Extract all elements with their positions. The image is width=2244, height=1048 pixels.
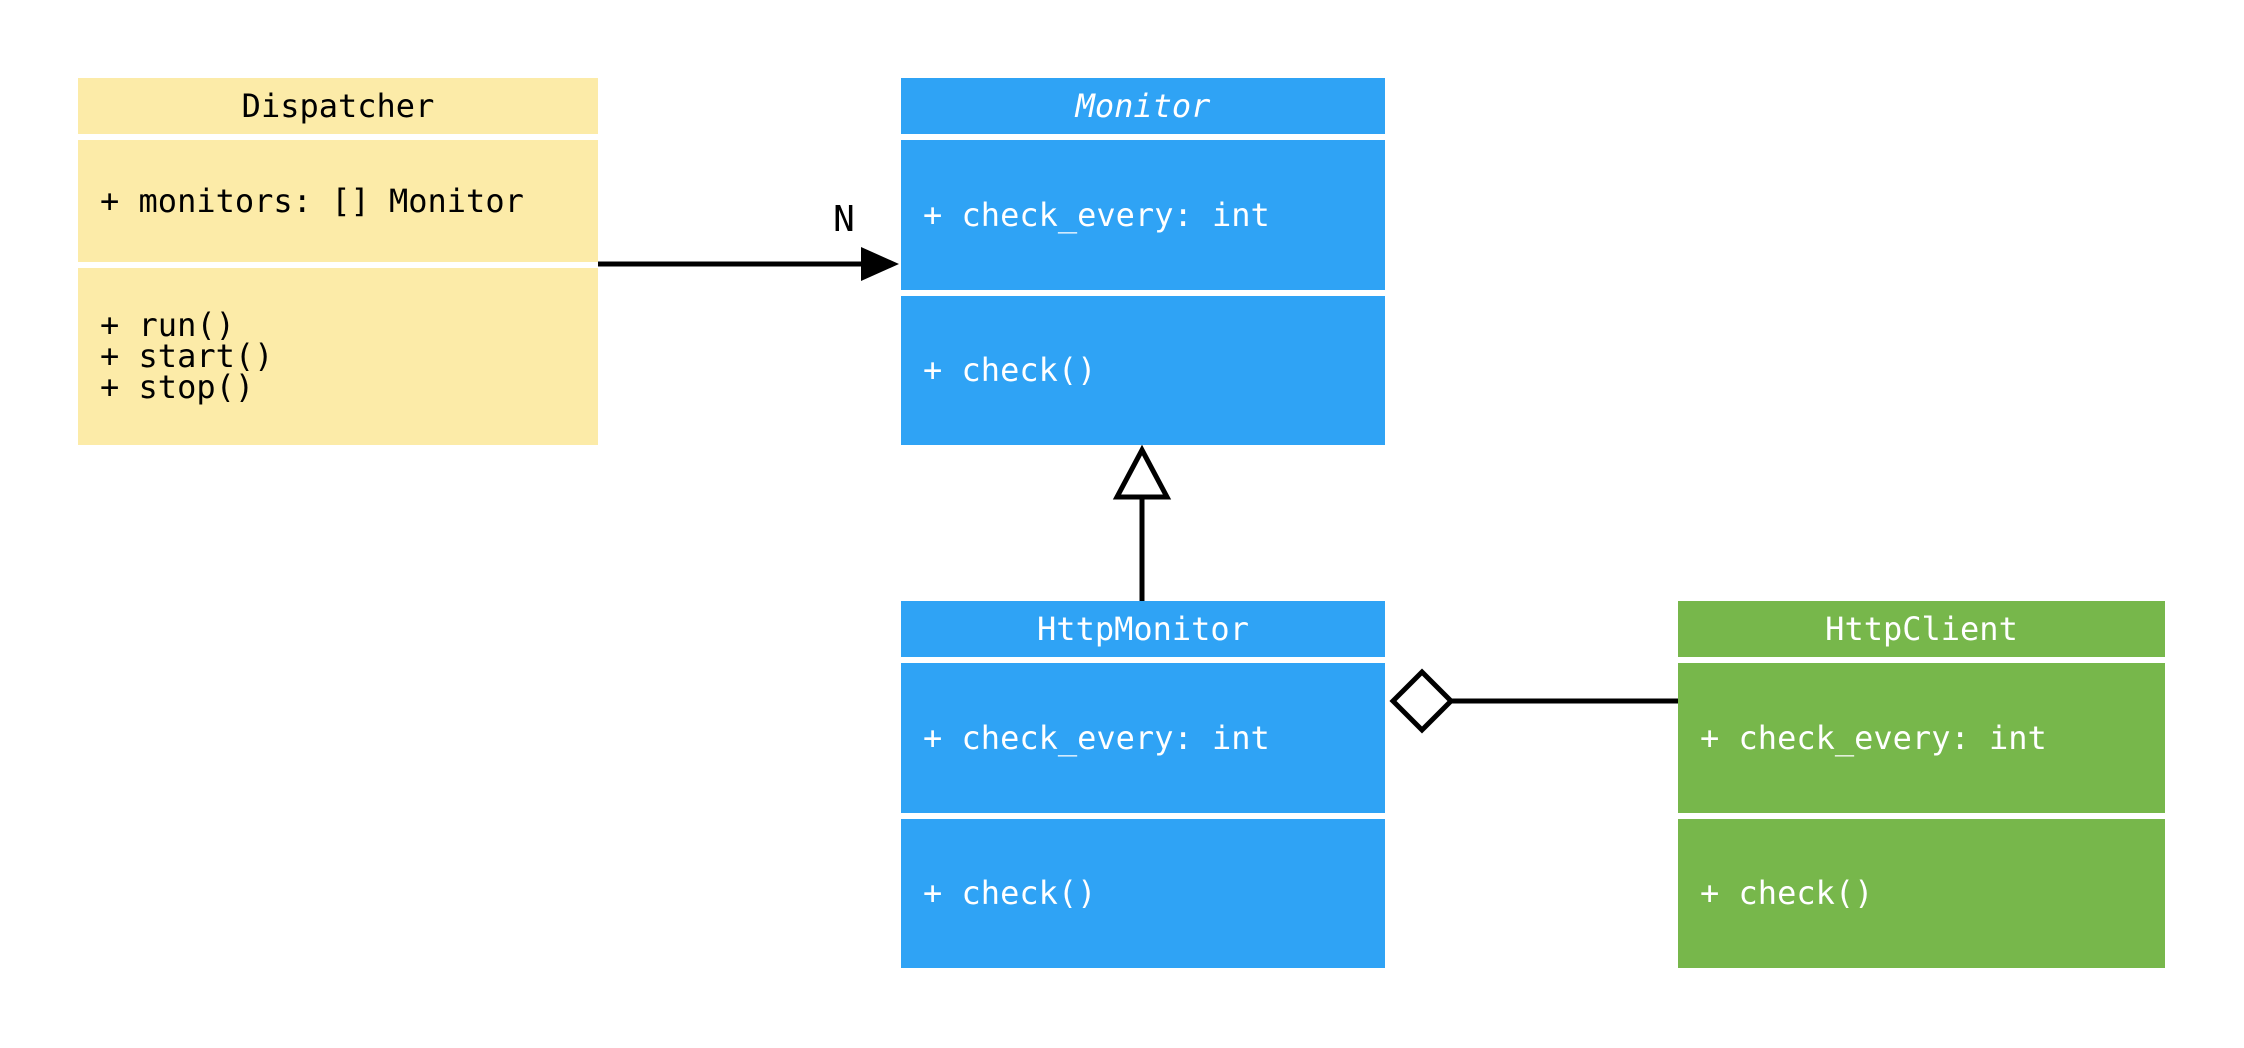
class-httpclient: HttpClient + check_every: int + check() bbox=[1678, 601, 2165, 968]
class-attributes-section: + monitors: [] Monitor bbox=[78, 140, 598, 262]
class-title-section: HttpClient bbox=[1678, 601, 2165, 657]
method-line: + check() bbox=[923, 874, 1097, 912]
class-dispatcher: Dispatcher + monitors: [] Monitor + run(… bbox=[78, 78, 598, 445]
method-line: + check() bbox=[1700, 874, 1874, 912]
aggregation-diamond-icon bbox=[1389, 668, 1455, 734]
class-attributes-section: + check_every: int bbox=[1678, 663, 2165, 813]
association-arrowhead-icon bbox=[861, 247, 899, 281]
method-line: + run() bbox=[100, 306, 235, 344]
class-methods-section: + run() + start() + stop() bbox=[78, 268, 598, 445]
class-methods-section: + check() bbox=[901, 819, 1385, 968]
class-title-section: Dispatcher bbox=[78, 78, 598, 134]
method-line: + start() bbox=[100, 337, 274, 375]
association-multiplicity-label: N bbox=[833, 199, 855, 240]
method-line: + check() bbox=[923, 351, 1097, 389]
class-methods-section: + check() bbox=[901, 296, 1385, 445]
attribute-line: + check_every: int bbox=[923, 195, 1270, 234]
class-httpmonitor: HttpMonitor + check_every: int + check() bbox=[901, 601, 1385, 968]
class-name-label: Dispatcher bbox=[241, 87, 435, 125]
class-methods-section: + check() bbox=[1678, 819, 2165, 968]
class-title-section: HttpMonitor bbox=[901, 601, 1385, 657]
class-monitor: Monitor + check_every: int + check() bbox=[901, 78, 1385, 445]
attribute-line: + monitors: [] Monitor bbox=[100, 181, 524, 220]
class-name-label: HttpMonitor bbox=[1037, 610, 1249, 648]
attribute-line: + check_every: int bbox=[923, 718, 1270, 757]
attribute-line: + check_every: int bbox=[1700, 718, 2047, 757]
method-line: + stop() bbox=[100, 368, 255, 406]
inheritance-triangle-icon bbox=[1112, 444, 1172, 500]
class-attributes-section: + check_every: int bbox=[901, 663, 1385, 813]
class-name-label: Monitor bbox=[1075, 87, 1211, 125]
class-title-section: Monitor bbox=[901, 78, 1385, 134]
class-attributes-section: + check_every: int bbox=[901, 140, 1385, 290]
class-name-label: HttpClient bbox=[1825, 610, 2018, 648]
